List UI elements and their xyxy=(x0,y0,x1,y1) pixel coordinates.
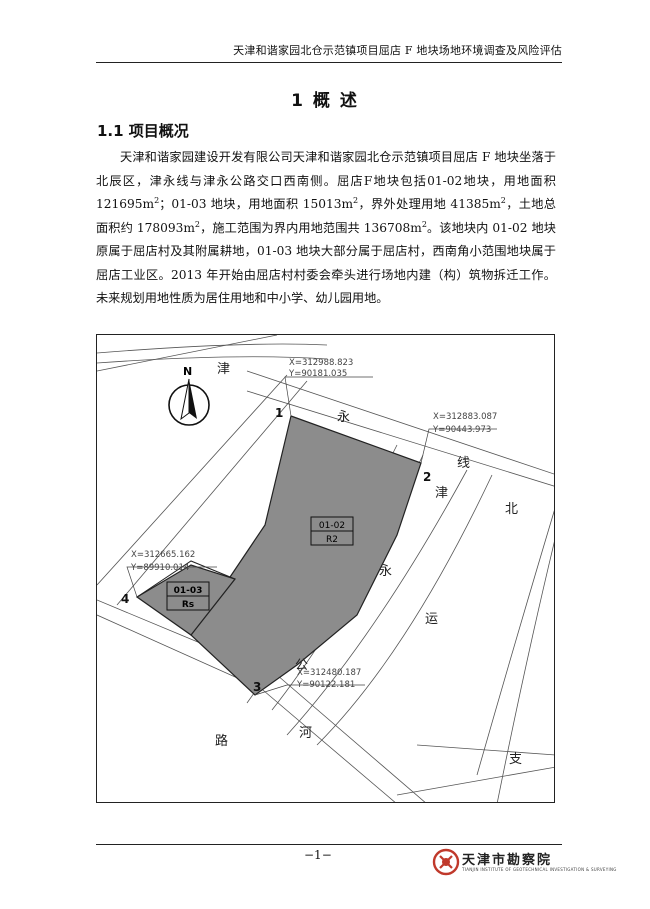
institute-emblem-icon xyxy=(432,848,460,876)
coordinate-y-label: Y=90122.181 xyxy=(296,680,355,690)
coordinate-leaders xyxy=(126,376,497,696)
parcel-label-01-03: 01-03 Rs xyxy=(166,581,210,611)
corner-point-label: 2 xyxy=(423,470,431,484)
road-name-char: 路 xyxy=(215,733,228,749)
coordinate-x-label: X=312988.823 xyxy=(289,358,353,368)
coordinate-y-label: Y=89910.014 xyxy=(130,563,189,573)
north-arrow-icon: N xyxy=(168,365,210,426)
footer-rule xyxy=(96,844,562,845)
road-name-char: 永 xyxy=(379,564,392,579)
body-paragraph: 天津和谐家园建设开发有限公司天津和谐家园北仓示范镇项目屈店 F 地块坐落于北辰区… xyxy=(96,150,556,305)
corner-point-label: 1 xyxy=(275,406,283,420)
running-header: 天津和谐家园北仓示范镇项目屈店 F 地块场地环境调查及风险评估 xyxy=(233,44,562,57)
coordinate-x-label: X=312480.187 xyxy=(297,668,361,678)
road-name-char: 永 xyxy=(337,410,350,425)
coordinate-y-label: Y=90443.973 xyxy=(432,425,491,435)
svg-text:Rs: Rs xyxy=(182,600,194,610)
road-name-char: 线 xyxy=(457,456,470,471)
coordinate-x-label: X=312665.162 xyxy=(131,550,195,560)
institute-name-en: TIANJIN INSTITUTE OF GEOTECHNICAL INVEST… xyxy=(462,867,617,872)
svg-text:01-02: 01-02 xyxy=(319,521,345,531)
corner-point-labels: 1 2 3 4 xyxy=(121,406,431,694)
road-name-char: 津 xyxy=(217,362,230,377)
road-name-char: 支 xyxy=(509,752,522,767)
institute-name: 天津市勘察院 xyxy=(462,853,553,868)
parcel-01-02 xyxy=(190,415,422,696)
section-title: 1.1 项目概况 xyxy=(97,122,189,140)
corner-point-label: 3 xyxy=(253,680,261,694)
coordinate-x-label: X=312883.087 xyxy=(433,412,497,422)
coordinate-y-label: Y=90181.035 xyxy=(288,369,347,379)
road-name-char: 津 xyxy=(435,486,448,501)
road-name-char: 运 xyxy=(425,612,438,627)
svg-text:R2: R2 xyxy=(326,535,338,545)
parcel-label-01-02: 01-02 R2 xyxy=(310,516,354,546)
corner-point-label: 4 xyxy=(121,592,129,606)
page-number: −1− xyxy=(304,848,332,862)
svg-text:N: N xyxy=(183,365,192,378)
chapter-title: 1 概 述 xyxy=(291,91,359,111)
road-name-char: 河 xyxy=(299,726,312,741)
road-name-char: 北 xyxy=(505,502,518,517)
road-name-char: 公 xyxy=(295,658,308,673)
coordinate-labels: X=312988.823Y=90181.035X=312883.087Y=904… xyxy=(130,358,497,690)
map-svg: 01-02 R2 01-03 Rs N X=312988.823Y=90181.… xyxy=(97,335,554,802)
institute-logo: 天津市勘察院 TIANJIN INSTITUTE OF GEOTECHNICAL… xyxy=(432,848,616,878)
svg-text:01-03: 01-03 xyxy=(174,586,203,596)
header-rule xyxy=(96,62,562,63)
